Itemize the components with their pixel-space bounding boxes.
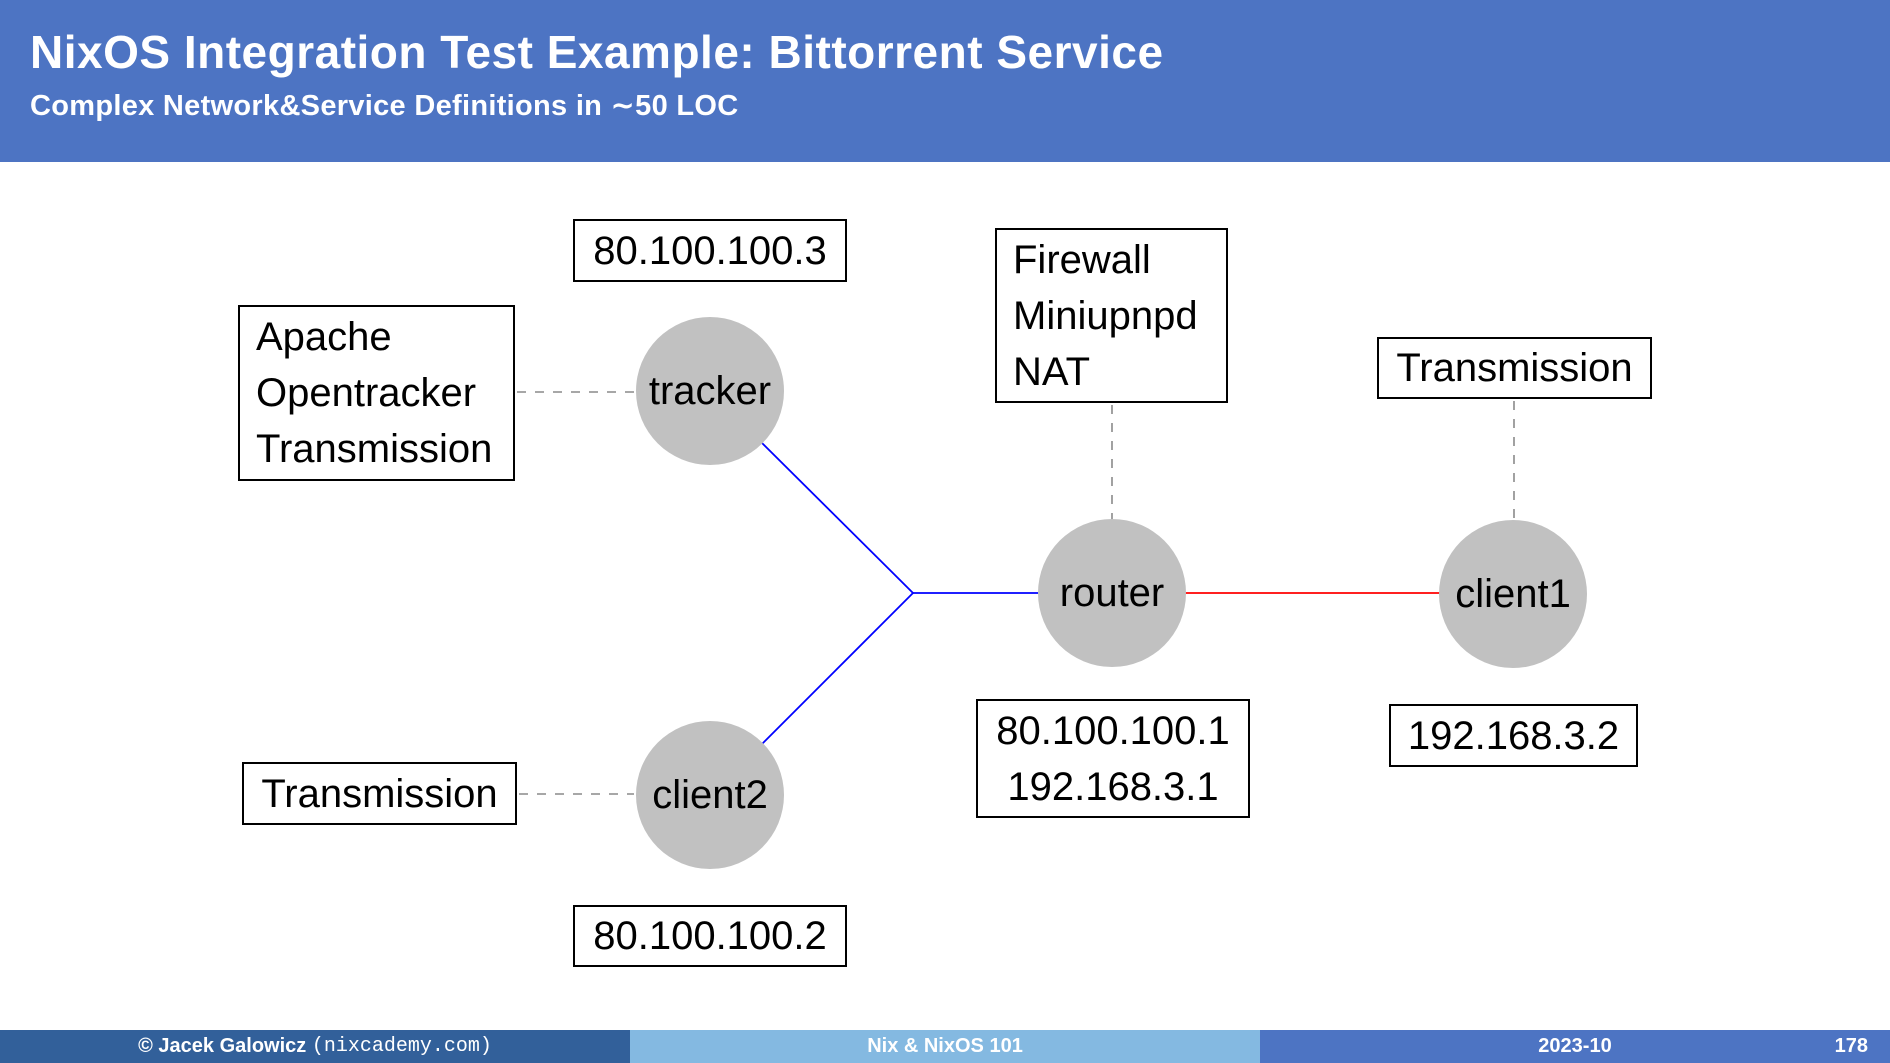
label-box-client1-services: Transmission — [1377, 337, 1652, 399]
node-client1: client1 — [1439, 520, 1587, 668]
edge-blue-tracker-junction — [759, 440, 914, 594]
tracker-service-2: Opentracker — [256, 371, 477, 415]
label-box-tracker-ip: 80.100.100.3 — [573, 219, 847, 282]
footer-date-segment: 2023-10 178 — [1260, 1030, 1890, 1063]
node-client1-label: client1 — [1455, 571, 1571, 616]
label-box-client1-ip: 192.168.3.2 — [1389, 704, 1638, 767]
label-box-client2-ip: 80.100.100.2 — [573, 905, 847, 967]
router-service-1: Firewall — [1013, 237, 1151, 282]
footer-page-number: 178 — [1834, 1035, 1868, 1057]
edge-blue-client2-junction — [759, 592, 914, 747]
footer-date: 2023-10 — [1538, 1035, 1612, 1057]
footer-author-segment: © Jacek Galowicz (nixcademy.com) — [0, 1030, 630, 1063]
label-box-client2-services: Transmission — [242, 762, 517, 825]
router-ip-1: 80.100.100.1 — [996, 708, 1230, 753]
slide-subtitle: Complex Network&Service Definitions in ∼… — [30, 90, 739, 122]
node-tracker: tracker — [636, 317, 784, 465]
footer-course-title: Nix & NixOS 101 — [867, 1035, 1023, 1057]
label-box-router-services: Firewall Miniupnpd NAT — [995, 228, 1228, 403]
client2-service-1: Transmission — [261, 771, 498, 816]
tracker-service-1: Apache — [256, 315, 392, 359]
router-service-2: Miniupnpd — [1013, 293, 1198, 338]
node-tracker-label: tracker — [648, 368, 772, 413]
label-box-router-ip: 80.100.100.1 192.168.3.1 — [976, 699, 1250, 818]
tracker-ip: 80.100.100.3 — [593, 228, 827, 273]
footer-author: © Jacek Galowicz — [138, 1035, 312, 1057]
node-router-label: router — [1059, 570, 1165, 615]
footer-course-title-segment: Nix & NixOS 101 — [630, 1030, 1260, 1063]
client1-service-1: Transmission — [1396, 346, 1633, 390]
router-service-3: NAT — [1013, 349, 1091, 394]
router-ip-2: 192.168.3.1 — [1007, 764, 1219, 809]
slide-title: NixOS Integration Test Example: Bittorre… — [30, 26, 1164, 78]
footer-author-domain: (nixcademy.com) — [311, 1035, 492, 1058]
node-router: router — [1038, 519, 1186, 667]
node-client2: client2 — [636, 721, 784, 869]
client2-ip: 80.100.100.2 — [593, 914, 827, 958]
client1-ip: 192.168.3.2 — [1407, 713, 1620, 758]
label-box-tracker-services: Apache Opentracker Transmission — [238, 305, 515, 481]
node-client2-label: client2 — [652, 772, 768, 817]
slide-header: NixOS Integration Test Example: Bittorre… — [0, 0, 1890, 162]
tracker-service-3: Transmission — [256, 427, 493, 471]
